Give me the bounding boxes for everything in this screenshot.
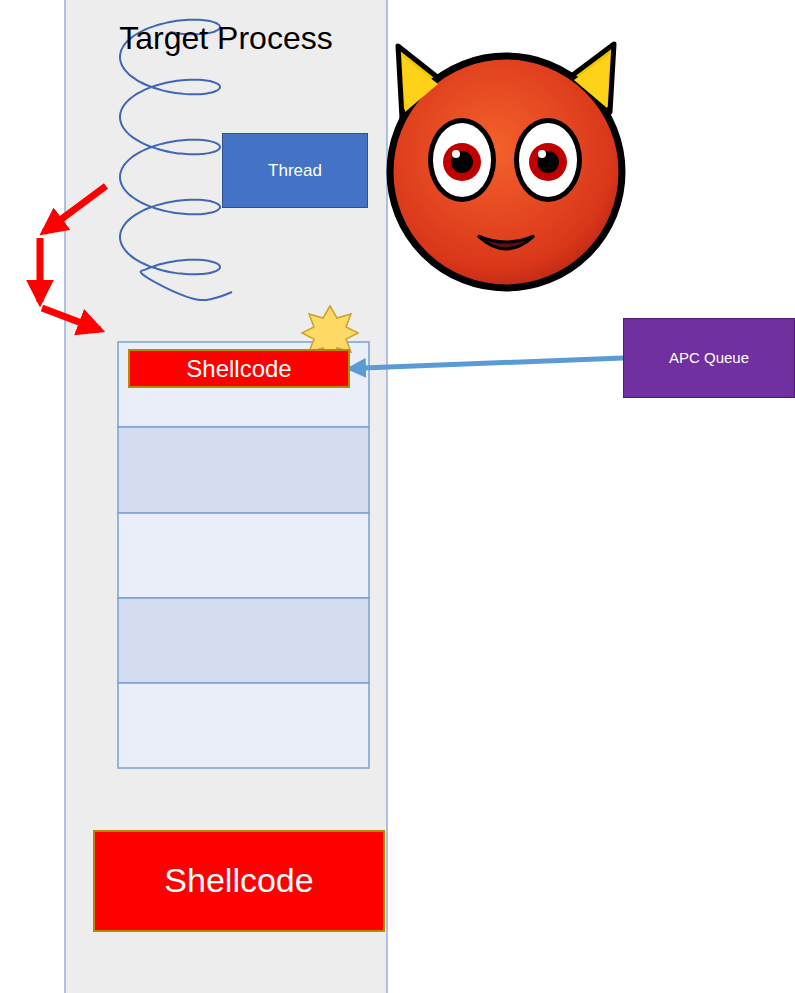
panel-title: Target Process [65, 0, 387, 57]
thread-coil-line [120, 20, 232, 300]
queue-arrow [350, 358, 623, 369]
box-label: Thread [268, 161, 322, 181]
box-label: Shellcode [186, 355, 291, 383]
process-panel: Target ProcessThreadShellcodeShellcode [65, 0, 387, 993]
box-label: APC Queue [669, 349, 749, 366]
queue-box: APC Queue [623, 318, 795, 398]
process-panel [65, 0, 387, 993]
thread-coil [120, 20, 232, 300]
flow-arrows [40, 186, 106, 330]
memory-stack [118, 342, 369, 768]
shellcode-box: Shellcode [93, 830, 385, 932]
devil-face [390, 44, 622, 288]
box-label: Shellcode [164, 861, 313, 900]
shellcode-box: Shellcode [128, 349, 350, 388]
thread-box: Thread [222, 133, 368, 208]
